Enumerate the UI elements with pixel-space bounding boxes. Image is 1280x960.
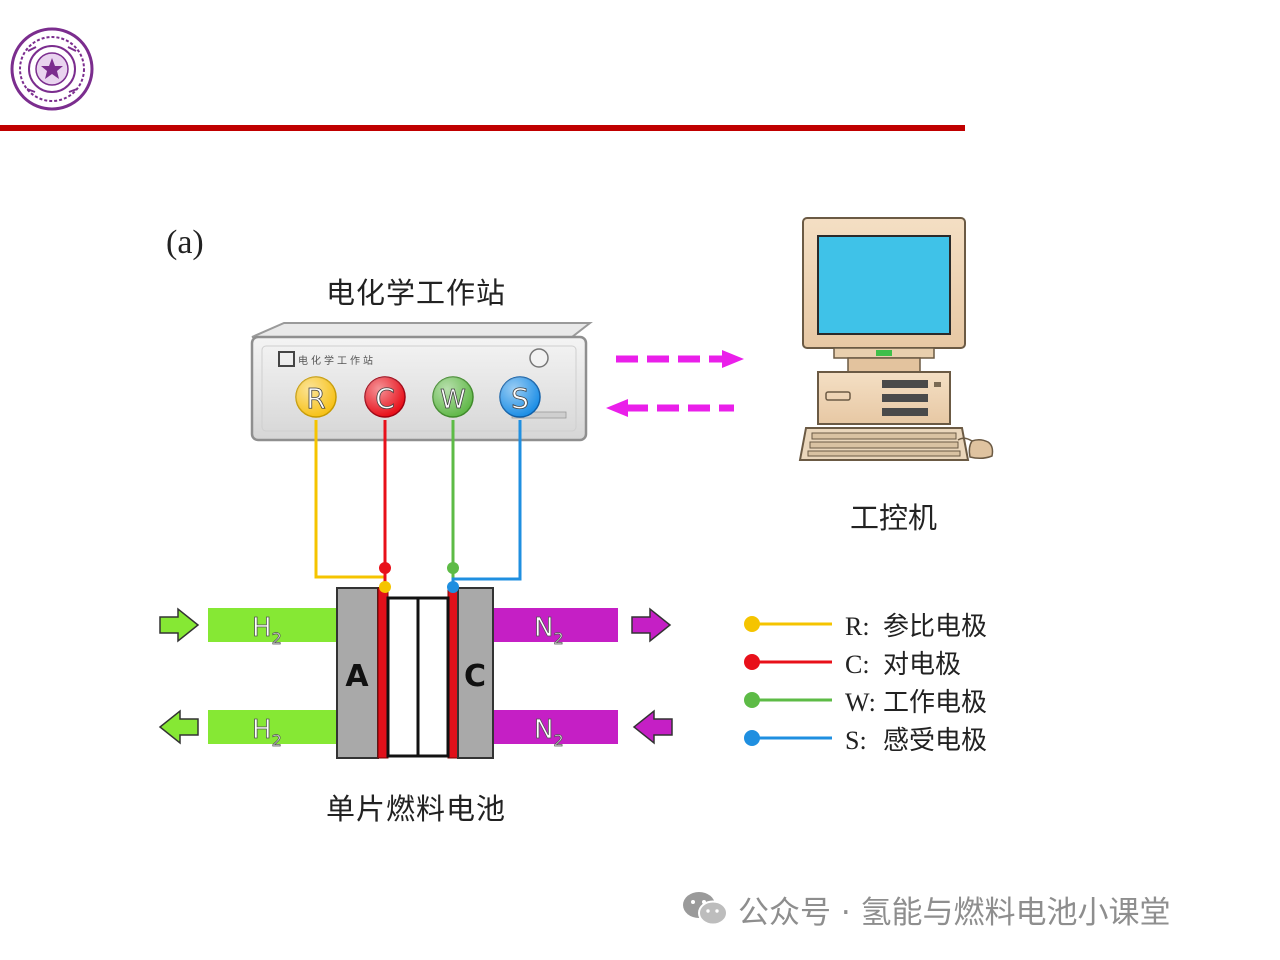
- computer-icon: [798, 217, 994, 461]
- legend-item-working: W:工作电极: [845, 682, 987, 719]
- anode-label: A: [345, 659, 369, 694]
- lead-wires: [314, 420, 522, 588]
- data-arrows: [606, 350, 744, 417]
- arrow-left-in-n2-bottom-icon: [632, 709, 673, 745]
- terminal-c-label: C: [375, 382, 395, 415]
- fuel-cell-title: 单片燃料电池: [326, 792, 507, 826]
- contact-dots: [379, 562, 459, 593]
- legend-code: S:: [845, 726, 867, 755]
- legend-item-reference: R: 参比电极: [845, 606, 987, 643]
- legend-lines: [744, 616, 832, 746]
- power-icon: [529, 348, 549, 368]
- flow-arrows: [158, 607, 673, 745]
- terminal-r: R: [295, 376, 337, 418]
- legend-item-counter: C: 对电极: [845, 644, 961, 681]
- panel-label: (a): [166, 224, 204, 261]
- wechat-icon: [683, 892, 728, 926]
- terminal-r-label: R: [306, 382, 325, 415]
- svg-text:N2: N2: [534, 715, 564, 750]
- n2-label-bottom: N: [534, 715, 553, 745]
- workstation-title: 电化学工作站: [326, 276, 507, 310]
- legend-name: 对电极: [883, 650, 962, 680]
- svg-text:H2: H2: [252, 715, 282, 750]
- n2-channel-bottom: [490, 710, 618, 744]
- terminal-s: S: [499, 376, 541, 418]
- fuel-cell: A C H2 H2 N2 N2: [208, 587, 618, 759]
- arrow-left-out-h2-top-icon: [159, 607, 200, 643]
- wire-sensing: [451, 420, 522, 588]
- h2-channel-bottom: [208, 710, 338, 744]
- electrochemical-workstation: 电化学工作站: [250, 322, 593, 442]
- legend-code: C:: [845, 650, 870, 679]
- arrow-left-icon: [606, 399, 734, 417]
- arrow-right-icon: [616, 350, 744, 368]
- arrow-left-out-h2-bottom-icon: [158, 709, 199, 745]
- terminal-s-label: S: [511, 382, 529, 415]
- legend-name: 工作电极: [883, 688, 988, 718]
- watermark-text: 公众号 · 氢能与燃料电池小课堂: [738, 894, 1171, 931]
- h2-label-top: H: [252, 613, 272, 643]
- header-rule: [0, 125, 965, 131]
- arrow-right-out-n2-top-icon: [631, 607, 672, 643]
- n2-channel-top: [490, 608, 618, 642]
- workstation-brand-text: 电化学工作站: [298, 354, 376, 367]
- h2-label-bottom: H: [252, 715, 272, 745]
- legend-code: R:: [845, 612, 870, 641]
- terminal-w: W: [432, 376, 474, 418]
- legend-code: W:: [845, 688, 876, 717]
- legend-name: 感受电极: [883, 726, 988, 756]
- h2-channel-top: [208, 608, 338, 642]
- wire-reference: [314, 420, 387, 588]
- n2-label-top: N: [534, 613, 553, 643]
- computer-title: 工控机: [850, 501, 938, 535]
- legend-item-sensing: S: 感受电极: [845, 720, 987, 757]
- cathode-plate: [457, 587, 494, 759]
- svg-text:N2: N2: [534, 613, 564, 648]
- university-logo: [10, 27, 94, 111]
- legend-name: 参比电极: [883, 612, 988, 642]
- svg-text:H2: H2: [252, 613, 282, 648]
- terminal-w-label: W: [440, 385, 466, 415]
- terminal-c: C: [364, 376, 406, 418]
- cathode-label: C: [464, 659, 486, 694]
- watermark: 公众号 · 氢能与燃料电池小课堂: [682, 884, 1171, 934]
